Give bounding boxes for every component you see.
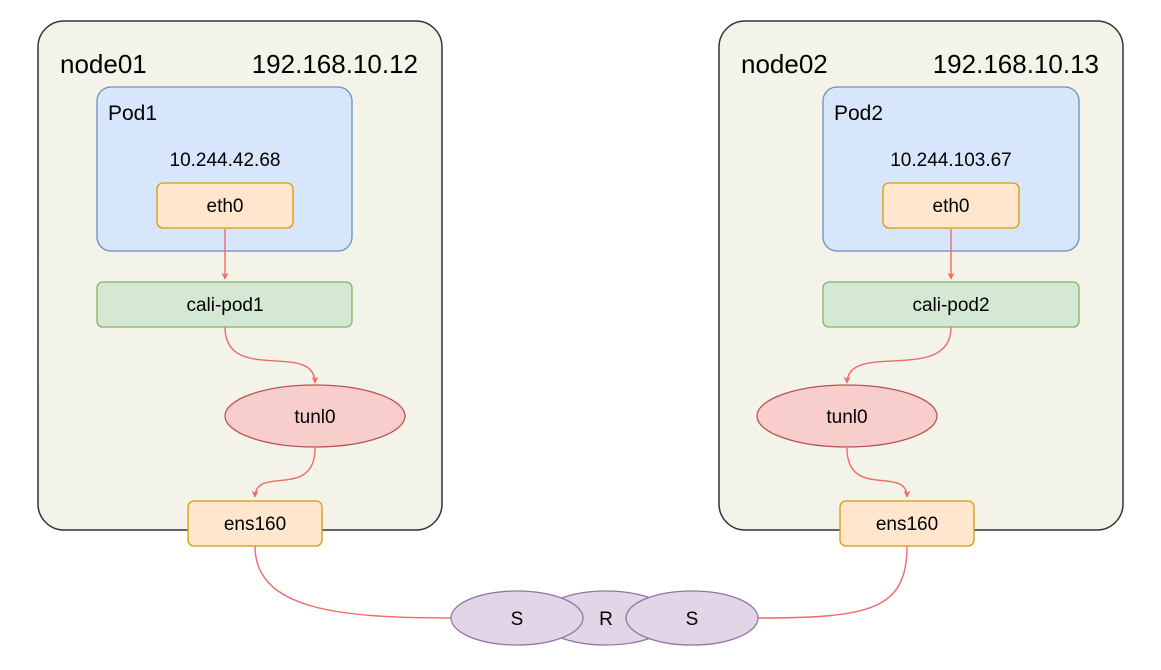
pod1-ip: 10.244.42.68 xyxy=(170,150,281,171)
pod1-eth0-label: eth0 xyxy=(207,196,244,217)
links xyxy=(221,229,955,619)
pod1-eth0-box xyxy=(156,182,294,229)
node01-ens160-label: ens160 xyxy=(224,514,286,535)
node02-group: node02 192.168.10.13 Pod2 10.244.103.67 … xyxy=(718,20,1124,531)
network-group: R S S xyxy=(450,590,759,646)
link-node01-ens160-to-switch xyxy=(254,545,453,619)
switch-left-ellipse xyxy=(450,590,584,646)
node01-ens160-box xyxy=(187,500,323,547)
node01-tunl0-ellipse xyxy=(224,384,406,448)
node02-name: node02 xyxy=(741,49,828,79)
cali-pod1-label: cali-pod1 xyxy=(186,295,263,316)
node02-ip: 192.168.10.13 xyxy=(933,49,1099,79)
switch-right-label: S xyxy=(686,609,699,630)
pod2-eth0-box xyxy=(882,182,1020,229)
cali-pod2-label: cali-pod2 xyxy=(912,295,989,316)
node02-ens160-box xyxy=(839,500,975,547)
pod2-ip: 10.244.103.67 xyxy=(890,150,1012,171)
link-node02-tunl0-to-ens160 xyxy=(846,447,911,498)
node01-ip: 192.168.10.12 xyxy=(252,49,418,79)
pod2-eth0-label: eth0 xyxy=(933,196,970,217)
node02-ens160-label: ens160 xyxy=(876,514,938,535)
switch-left-label: S xyxy=(511,609,524,630)
pod1-name: Pod1 xyxy=(108,102,157,125)
router-label: R xyxy=(599,609,613,630)
node01-tunl0-label: tunl0 xyxy=(294,407,335,428)
pod2-name: Pod2 xyxy=(834,102,883,125)
link-node01-tunl0-to-ens160 xyxy=(251,447,316,498)
node01-name: node01 xyxy=(60,49,147,79)
switch-right-ellipse xyxy=(625,590,759,646)
link-cali-pod1-to-tunl0 xyxy=(224,326,319,384)
node02-tunl0-label: tunl0 xyxy=(826,407,867,428)
link-cali-pod2-to-tunl0 xyxy=(843,326,952,384)
node01-group: node01 192.168.10.12 Pod1 10.244.42.68 e… xyxy=(37,20,443,531)
node02-tunl0-ellipse xyxy=(756,384,938,448)
link-switch-to-node02-ens160 xyxy=(757,545,908,619)
